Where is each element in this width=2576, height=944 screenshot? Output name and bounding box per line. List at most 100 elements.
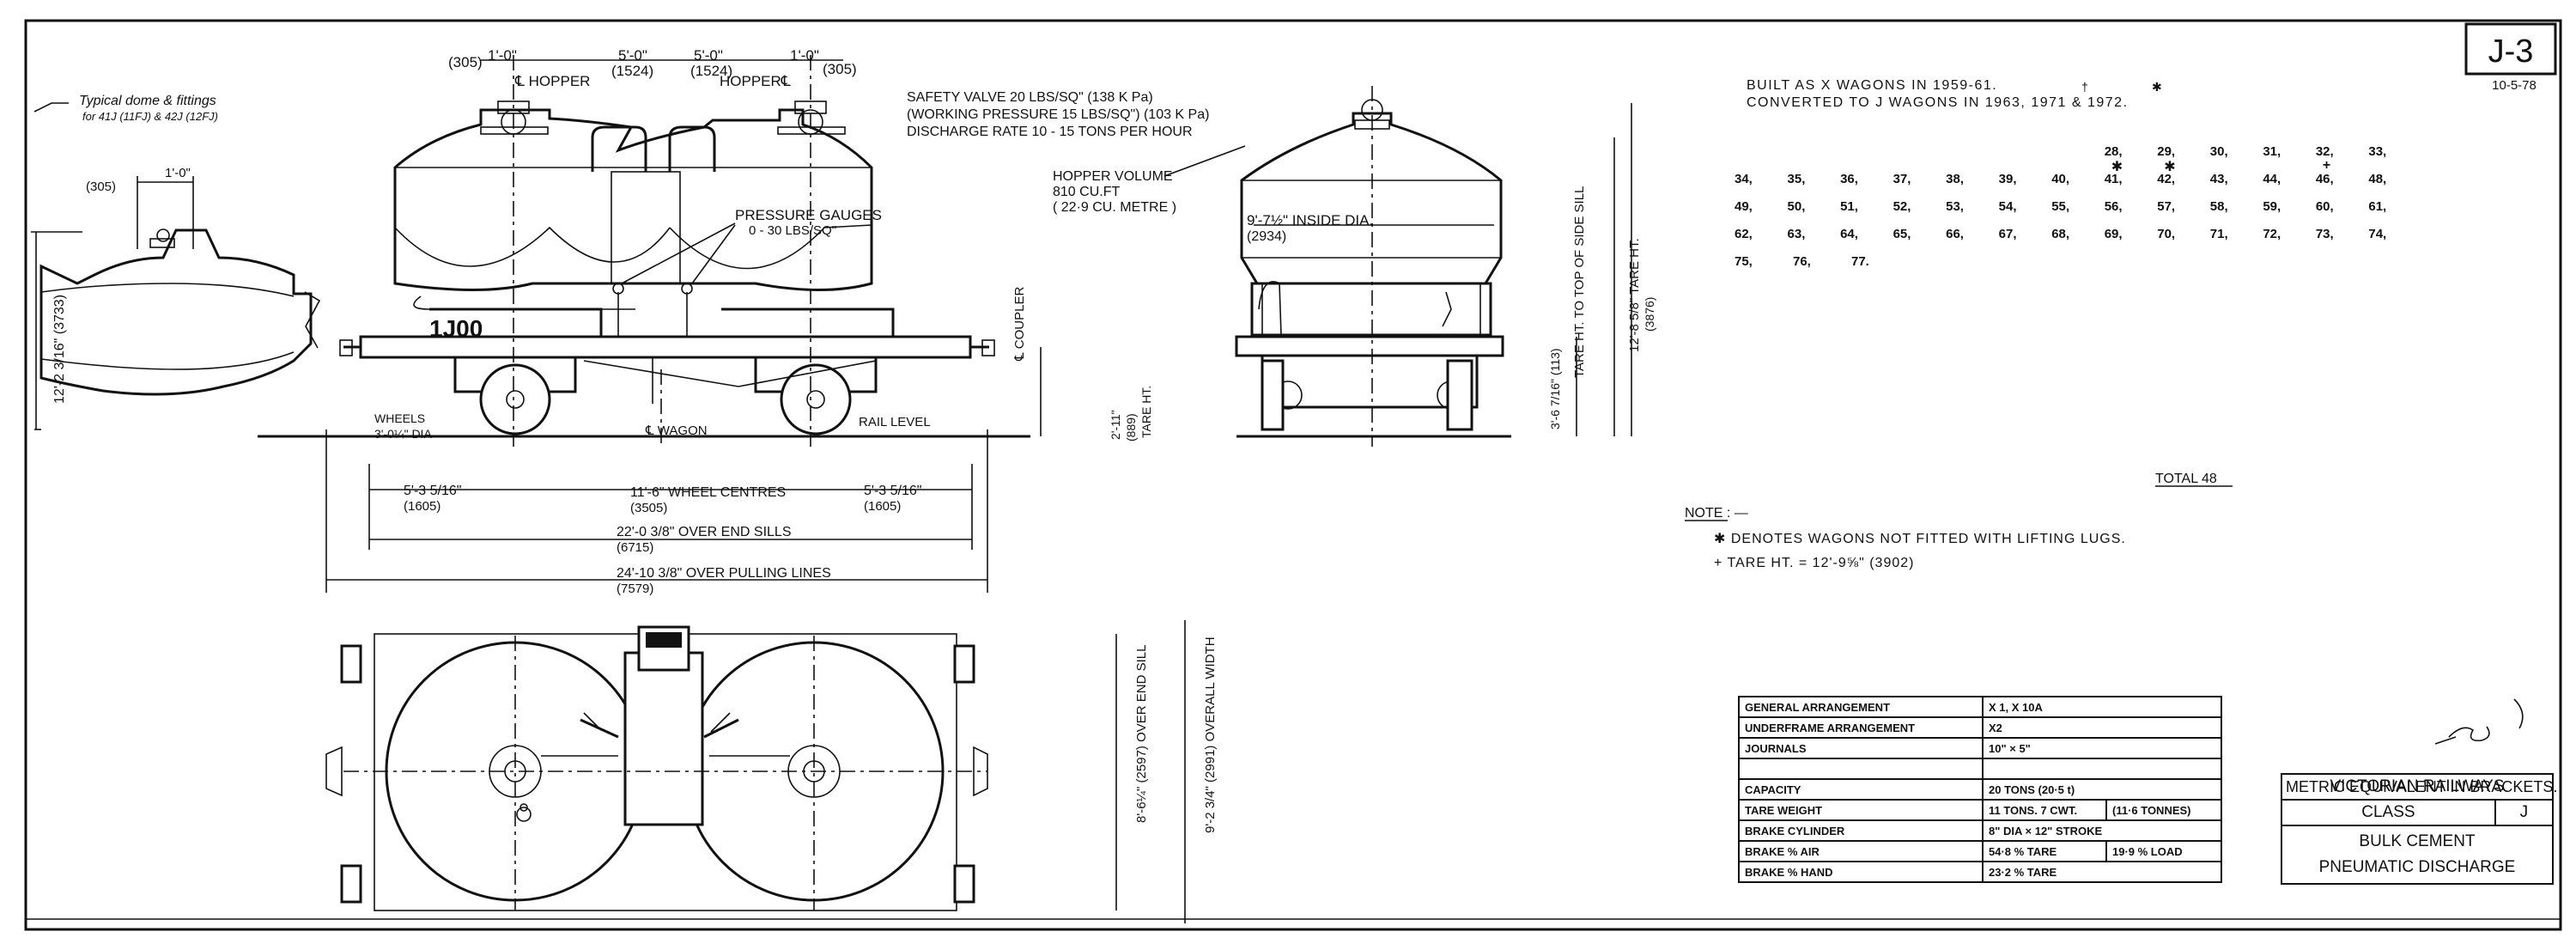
wagon-number [2051,144,2105,172]
wagon-number-list: 28,29,30,31,32,33,34,35,36,37,38,39,40,4… [1735,144,2421,282]
wagon-number-row: 28,29,30,31,32,33, [1735,144,2421,172]
spec-key: TARE WEIGHT [1738,799,1984,821]
wagon-number [1735,144,1788,172]
dim-5-3-left: 5'-3 5/16" [404,484,461,498]
star-mark: ✱ [2152,80,2162,94]
wagon-number: 33, [2368,144,2387,159]
wagon-number [1999,144,2052,172]
spec-value: 10" × 5" [1982,737,2222,759]
dim-1524-left: (1524) [611,63,653,79]
safety-valve-line-2: (WORKING PRESSURE 15 LBS/SQ") (103 K Pa) [907,107,1209,122]
spec-key: BRAKE CYLINDER [1738,819,1984,842]
wagon-number: 44, [2263,172,2281,186]
wheels-label: WHEELS [374,411,425,425]
wagon-number: 70, [2157,227,2176,241]
signature [2434,698,2524,745]
wagon-number: 39, [1998,172,2017,186]
wagon-number: 49, [1735,199,1753,214]
dim-5-3-right: 5'-3 5/16" [864,484,921,498]
wagon-description-2: PNEUMATIC DISCHARGE [2318,858,2516,876]
safety-valve-line-3: DISCHARGE RATE 10 - 15 TONS PER HOUR [907,125,1193,139]
converted-line: CONVERTED TO J WAGONS IN 1963, 1971 & 19… [1747,95,2129,110]
wagon-number: 54, [1998,199,2017,214]
wagon-number: 32, [2315,144,2334,159]
wagon-number: 77. [1851,254,1869,269]
wagon-number: 60, [2315,199,2334,214]
wagon-centre-label: ℄ WAGON [645,423,708,438]
wagon-number: 55, [2051,199,2070,214]
dagger-mark: † [2081,80,2088,94]
spec-key [1738,758,1984,780]
spec-key: BRAKE % HAND [1738,861,1984,883]
pressure-gauges-label: PRESSURE GAUGES [735,207,882,223]
end-elevation: 9'-7½" INSIDE DIA. (2934) HOPPER VOLUME … [1053,86,1656,447]
wagon-number: 29, [2157,144,2176,159]
spec-value: 20 TONS (20·5 t) [1982,778,2222,801]
title-block: VICTORIAN RAILWAYS CLASS J BULK CEMENT P… [2281,773,2555,885]
wagon-number: 50, [1787,199,1806,214]
wagon-number: 37, [1893,172,1911,186]
wagon-number: 76, [1793,254,1811,269]
wagon-number: 61, [2368,199,2387,214]
dome-height: 12'-2 3/16" (3733) [52,295,67,404]
spec-key: BRAKE % AIR [1738,840,1984,862]
wagon-number: 30, [2209,144,2228,159]
wagon-number: 43, [2209,172,2228,186]
inside-dia-label: 9'-7½" INSIDE DIA. [1247,212,1373,228]
wagon-number: 52, [1893,199,1911,214]
wheels-dia: 3'-0¼" DIA [374,427,432,441]
wagon-number [1788,144,1841,172]
built-line: BUILT AS X WAGONS IN 1959-61. [1747,78,1997,93]
plan-over-end-sill: 8'-6¼" (2597) OVER END SILL [1134,645,1149,823]
wagon-number: 66, [1946,227,1964,241]
notes: NOTE : — ✱ DENOTES WAGONS NOT FITTED WIT… [1685,506,2126,570]
wagon-number: 75, [1735,254,1753,269]
note-star: ✱ DENOTES WAGONS NOT FITTED WITH LIFTING… [1714,532,2126,546]
spec-key: JOURNALS [1738,737,1984,759]
dim-1605-right: (1605) [864,499,901,514]
wagon-number: 46,+ [2315,158,2334,186]
wagon-number: 40, [2051,172,2070,186]
wagon-marker: ✱ [2111,160,2123,174]
note-heading: NOTE : — [1685,506,1748,521]
sheet-date: 10-5-78 [2492,78,2537,93]
dome-detail: Typical dome & fittings for 41J (11FJ) &… [31,94,321,430]
hopper-volume-metric: ( 22·9 CU. METRE ) [1053,200,1176,215]
safety-valve-note: SAFETY VALVE 20 LBS/SQ" (138 K Pa) (WORK… [907,90,1209,139]
spec-value: 11 TONS. 7 CWT. [1982,799,2107,821]
safety-valve-line-1: SAFETY VALVE 20 LBS/SQ" (138 K Pa) [907,90,1153,105]
dome-fittings-label-2: for 41J (11FJ) & 42J (12FJ) [82,110,218,123]
coupler-tare-label: TARE HT. [1139,386,1153,438]
dome-fittings-label: Typical dome & fittings [79,94,216,108]
spec-value: 23·2 % TARE [1982,861,2222,883]
dim-7579: (7579) [617,582,653,596]
wagon-number: 28, [2104,144,2123,159]
hopper-volume-value: 810 CU.FT [1053,185,1120,199]
spec-value [1982,758,2222,780]
wagon-number: 56, [2104,199,2123,214]
dim-over-pulling-lines: 24'-10 3/8" OVER PULLING LINES [617,566,831,581]
plan-view: 8'-6¼" (2597) OVER END SILL 9'-2 3/4" (2… [325,620,1218,923]
spec-key: CAPACITY [1738,778,1984,801]
side-elevation: (305) 1'-0" 5'-0" (1524) 5'-0" (1524) 1'… [258,47,1153,596]
wagon-number: 65, [1893,227,1911,241]
total-tare-height-mm: (3876) [1643,297,1656,332]
wagon-number: 51, [1840,199,1858,214]
sheet-code: J-3 [2488,33,2534,70]
wagon-number: 68, [2051,227,2070,241]
inside-dia-mm: (2934) [1247,229,1286,244]
wagon-number: 72, [2263,227,2281,241]
dim-1605-left: (1605) [404,499,440,514]
dim-6715: (6715) [617,540,653,555]
coupler-height: 2'-11" [1109,410,1122,440]
wagon-number: 1J00 [429,315,483,342]
coupler-cl-label: ℄ COUPLER [1012,287,1027,362]
wagon-number: 48, [2368,172,2387,186]
wagon-number-row: 49,50,51,52,53,54,55,56,57,58,59,60,61, [1735,199,2421,227]
tare-top-sill-label: TARE HT. TO TOP OF SIDE SILL [1572,186,1587,378]
